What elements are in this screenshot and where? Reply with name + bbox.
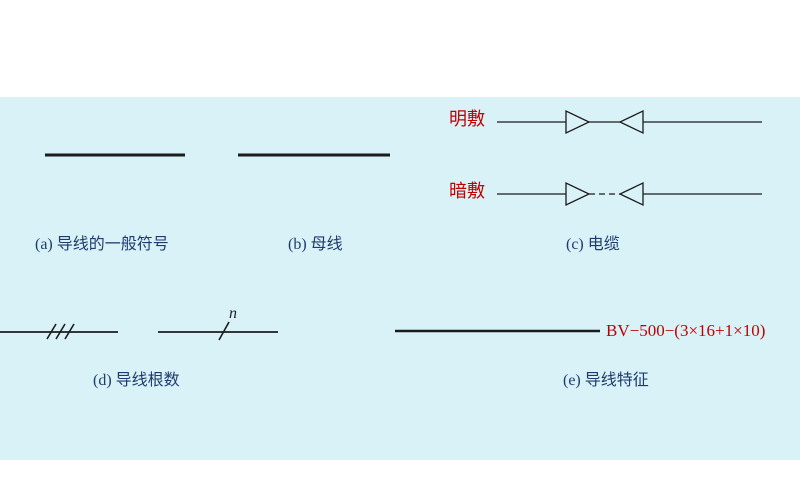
- caption-d: (d) 导线根数: [93, 372, 180, 389]
- caption-a: (a) 导线的一般符号: [35, 236, 169, 253]
- caption-b: (b) 母线: [288, 236, 343, 253]
- concealed-mount-label: 暗敷: [449, 181, 485, 201]
- surface-mount-label: 明敷: [449, 109, 485, 129]
- wire-count-n-label: n: [229, 305, 237, 322]
- caption-c: (c) 电缆: [566, 236, 620, 253]
- wire-spec-text: BV−500−(3×16+1×10): [606, 321, 766, 340]
- caption-e: (e) 导线特征: [563, 372, 649, 389]
- diagram-panel: [0, 97, 800, 460]
